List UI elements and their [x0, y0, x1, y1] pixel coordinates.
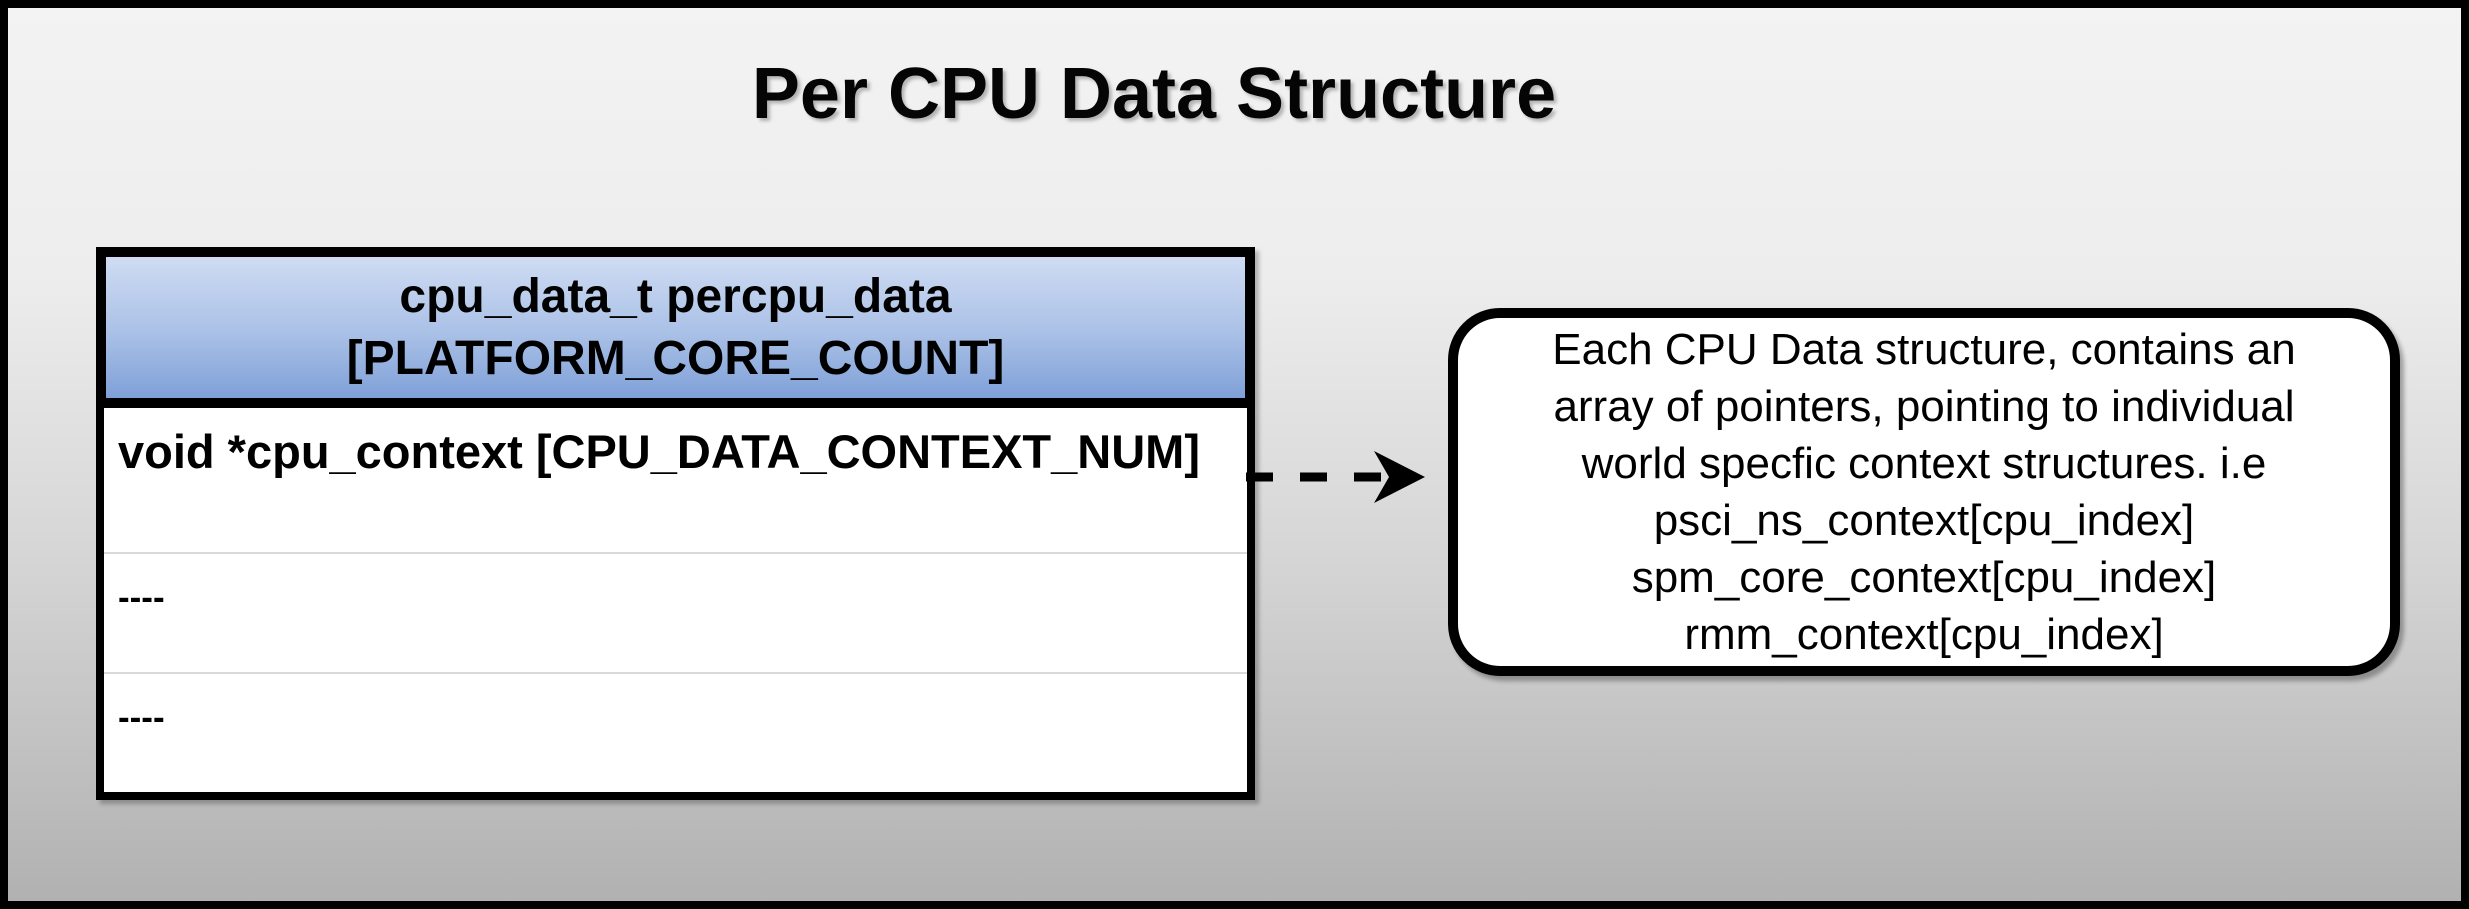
dashed-arrow [1246, 443, 1461, 511]
struct-header-line-2: [PLATFORM_CORE_COUNT] [346, 331, 1005, 385]
cpu-data-callout: Each CPU Data structure, contains an arr… [1448, 308, 2400, 676]
struct-header-line-1: cpu_data_t percpu_data [399, 269, 952, 323]
cpu-data-struct-body: void *cpu_context [CPU_DATA_CONTEXT_NUM]… [96, 408, 1255, 800]
struct-row-placeholder-1: ---- [104, 552, 1247, 672]
dashed-arrow-head [1374, 451, 1425, 503]
callout-line-4: psci_ns_context[cpu_index] [1653, 496, 2195, 545]
struct-row-placeholder-2: ---- [104, 672, 1247, 792]
callout-line-1: Each CPU Data structure, contains an [1552, 325, 2296, 374]
dashed-arrow-svg [1246, 451, 1425, 503]
cpu-data-struct-header: cpu_data_t percpu_data [PLATFORM_CORE_CO… [96, 247, 1255, 408]
struct-row-cpu-context: void *cpu_context [CPU_DATA_CONTEXT_NUM] [118, 425, 1200, 478]
callout-line-2: array of pointers, pointing to individua… [1553, 382, 2295, 431]
diagram-title: Per CPU Data Structure [751, 54, 1557, 134]
callout-line-5: spm_core_context[cpu_index] [1631, 553, 2217, 602]
callout-line-6: rmm_context[cpu_index] [1684, 610, 2164, 659]
callout-line-3: world specfic context structures. i.e [1581, 439, 2267, 488]
